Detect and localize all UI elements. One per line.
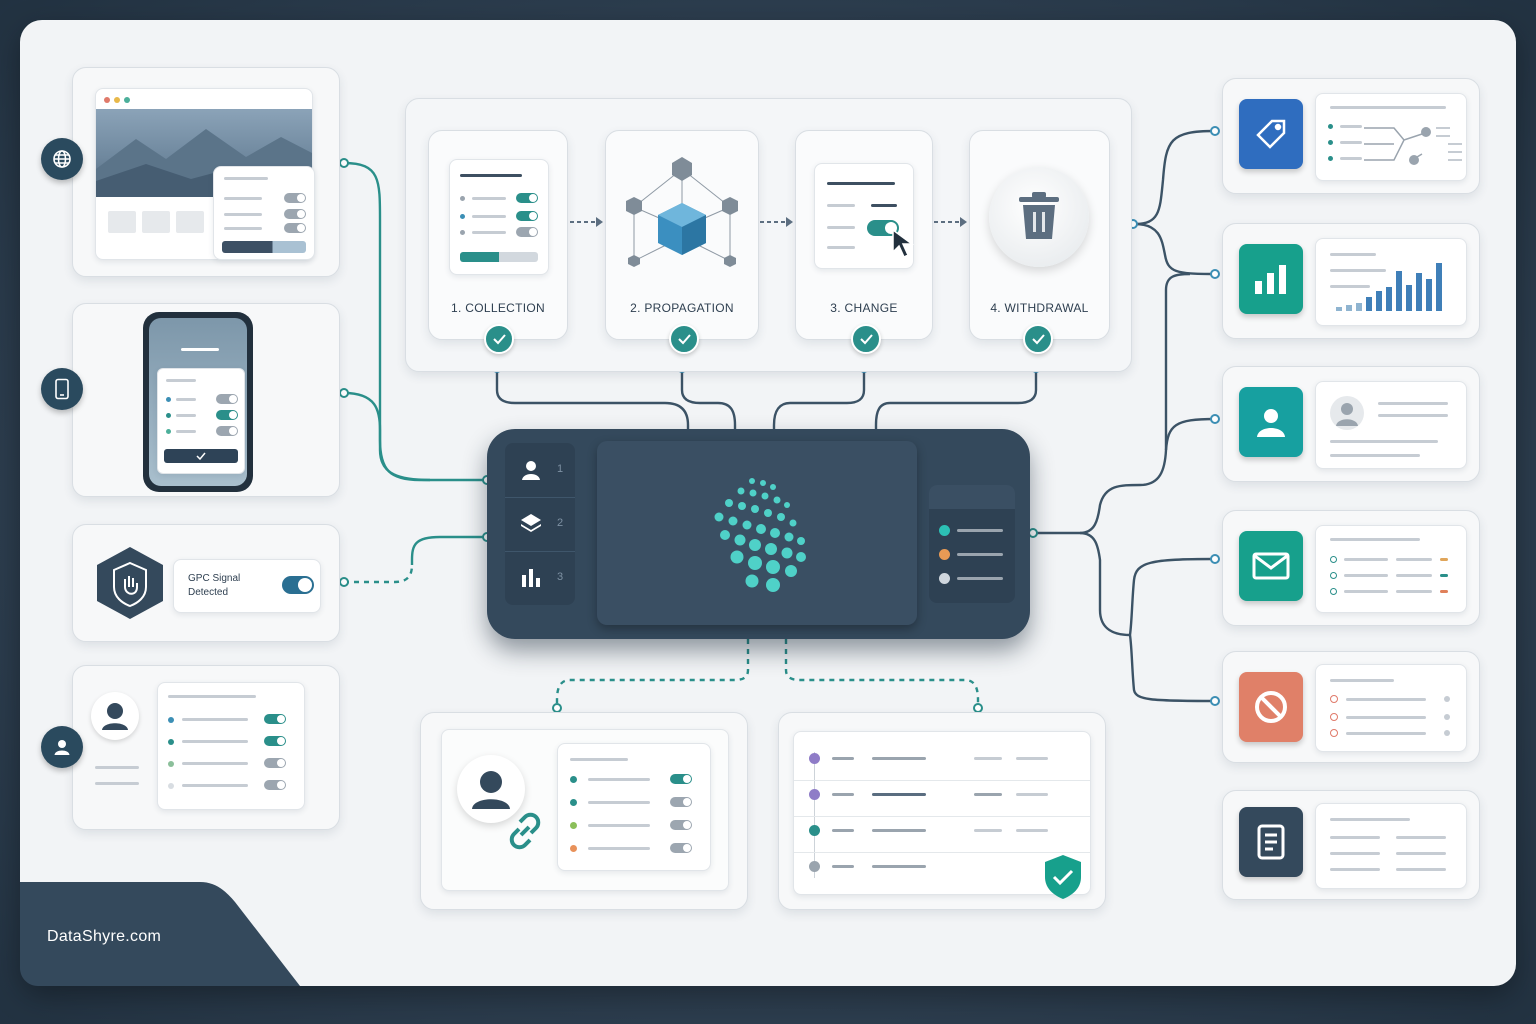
verified-shield-icon [1045,855,1081,899]
destination-analytics-card [1222,223,1480,339]
linked-user-avatar [457,755,525,823]
destination-profile-card [1222,366,1480,482]
audit-log-row [794,818,1090,853]
source-gpc-card: GPC Signal Detected [72,524,340,642]
gpc-shield-hand-icon [91,543,169,623]
gpc-signal-label: GPC Signal [188,573,241,584]
step-propagation[interactable]: 2. PROPAGATION [605,130,759,340]
preference-toggle[interactable] [264,736,286,746]
step-collection-check-icon [484,324,514,354]
linked-preferences-panel [557,743,711,871]
form-icon [449,159,549,275]
user-profile-icon [1239,387,1303,457]
hub-left-menu: 1 2 3 [505,443,575,605]
linked-toggle[interactable] [670,820,692,830]
step-collection[interactable]: 1. COLLECTION [428,130,568,340]
hub-menu-number: 3 [557,571,564,583]
hub-right-status-panel [929,485,1015,603]
consent-toggle[interactable] [284,209,306,219]
cookie-consent-popup [213,166,315,260]
mail-icon [1239,531,1303,601]
smartphone [143,312,253,492]
preference-toggle[interactable] [264,758,286,768]
destination-email-card [1222,510,1480,626]
globe-icon [41,138,83,180]
browser-window [95,88,313,260]
link-icon [509,812,541,850]
hub-menu-layers[interactable]: 2 [505,497,575,552]
brand-name[interactable]: DataShyre.com [47,928,162,945]
audit-log-table [793,731,1091,895]
check-icon [196,452,206,460]
profile-avatar [1330,396,1364,430]
bar-chart-icon [1239,244,1303,314]
user-icon [472,771,510,809]
audit-log-row [794,746,1090,781]
step-change[interactable]: 3. CHANGE [795,130,933,340]
dotted-sphere-logo-icon [714,478,806,592]
user-icon [102,703,128,730]
audit-log-card [778,712,1106,910]
consent-toggle[interactable] [284,193,306,203]
bar-chart-icon [522,569,540,587]
step-propagation-check-icon [669,324,699,354]
status-dot-inactive [939,573,950,584]
document-icon [1239,807,1303,877]
step-change-label: 3. CHANGE [830,301,898,315]
tag-icon [1239,99,1303,169]
gpc-signal-panel: GPC Signal Detected [173,559,321,613]
gpc-detected-label: Detected [188,587,229,598]
status-dot-pending [939,549,950,560]
hub-menu-analytics[interactable]: 3 [505,551,575,605]
consent-hub: 1 2 3 [487,429,1030,639]
step-change-check-icon [851,324,881,354]
user-icon [522,461,540,480]
gpc-toggle[interactable] [282,576,314,594]
brand-corner [20,882,300,986]
destination-blocked-card [1222,651,1480,763]
trash-icon [989,167,1089,267]
source-user-card [72,665,340,830]
network-cube-icon [626,157,738,267]
preference-toggle[interactable] [264,780,286,790]
consent-toggle[interactable] [216,410,238,420]
destination-document-card [1222,790,1480,900]
user-preferences-panel [157,682,305,810]
block-icon [1239,672,1303,742]
preference-toggle[interactable] [264,714,286,724]
hub-menu-number: 1 [557,463,564,475]
source-mobile-card [72,303,340,497]
accept-button[interactable] [222,241,306,253]
hub-menu-number: 2 [557,517,564,529]
user-icon [41,726,83,768]
phone-icon [41,368,83,410]
audit-log-row [794,782,1090,817]
mobile-confirm-button[interactable] [164,449,238,463]
consent-toggle[interactable] [284,223,306,233]
linked-toggle[interactable] [670,797,692,807]
layers-icon [521,514,541,532]
identity-linking-card [420,712,748,910]
cursor-icon [892,228,915,259]
step-collection-label: 1. COLLECTION [451,301,545,315]
hub-menu-users[interactable]: 1 [505,443,575,498]
source-web-card [72,67,340,277]
linked-toggle[interactable] [670,774,692,784]
consent-toggle[interactable] [216,394,238,404]
step-withdrawal-check-icon [1023,324,1053,354]
user-avatar [91,692,139,740]
step-propagation-label: 2. PROPAGATION [630,301,734,315]
mobile-consent-dialog [157,368,245,474]
status-dot-active [939,525,950,536]
step-withdrawal-label: 4. WITHDRAWAL [990,301,1089,315]
settings-form-icon [814,163,915,269]
landscape-image [96,109,312,197]
audit-log-row [794,854,1090,888]
linked-toggle[interactable] [670,843,692,853]
hub-core-screen [597,441,917,625]
consent-toggle[interactable] [216,426,238,436]
destination-tag-card [1222,78,1480,194]
